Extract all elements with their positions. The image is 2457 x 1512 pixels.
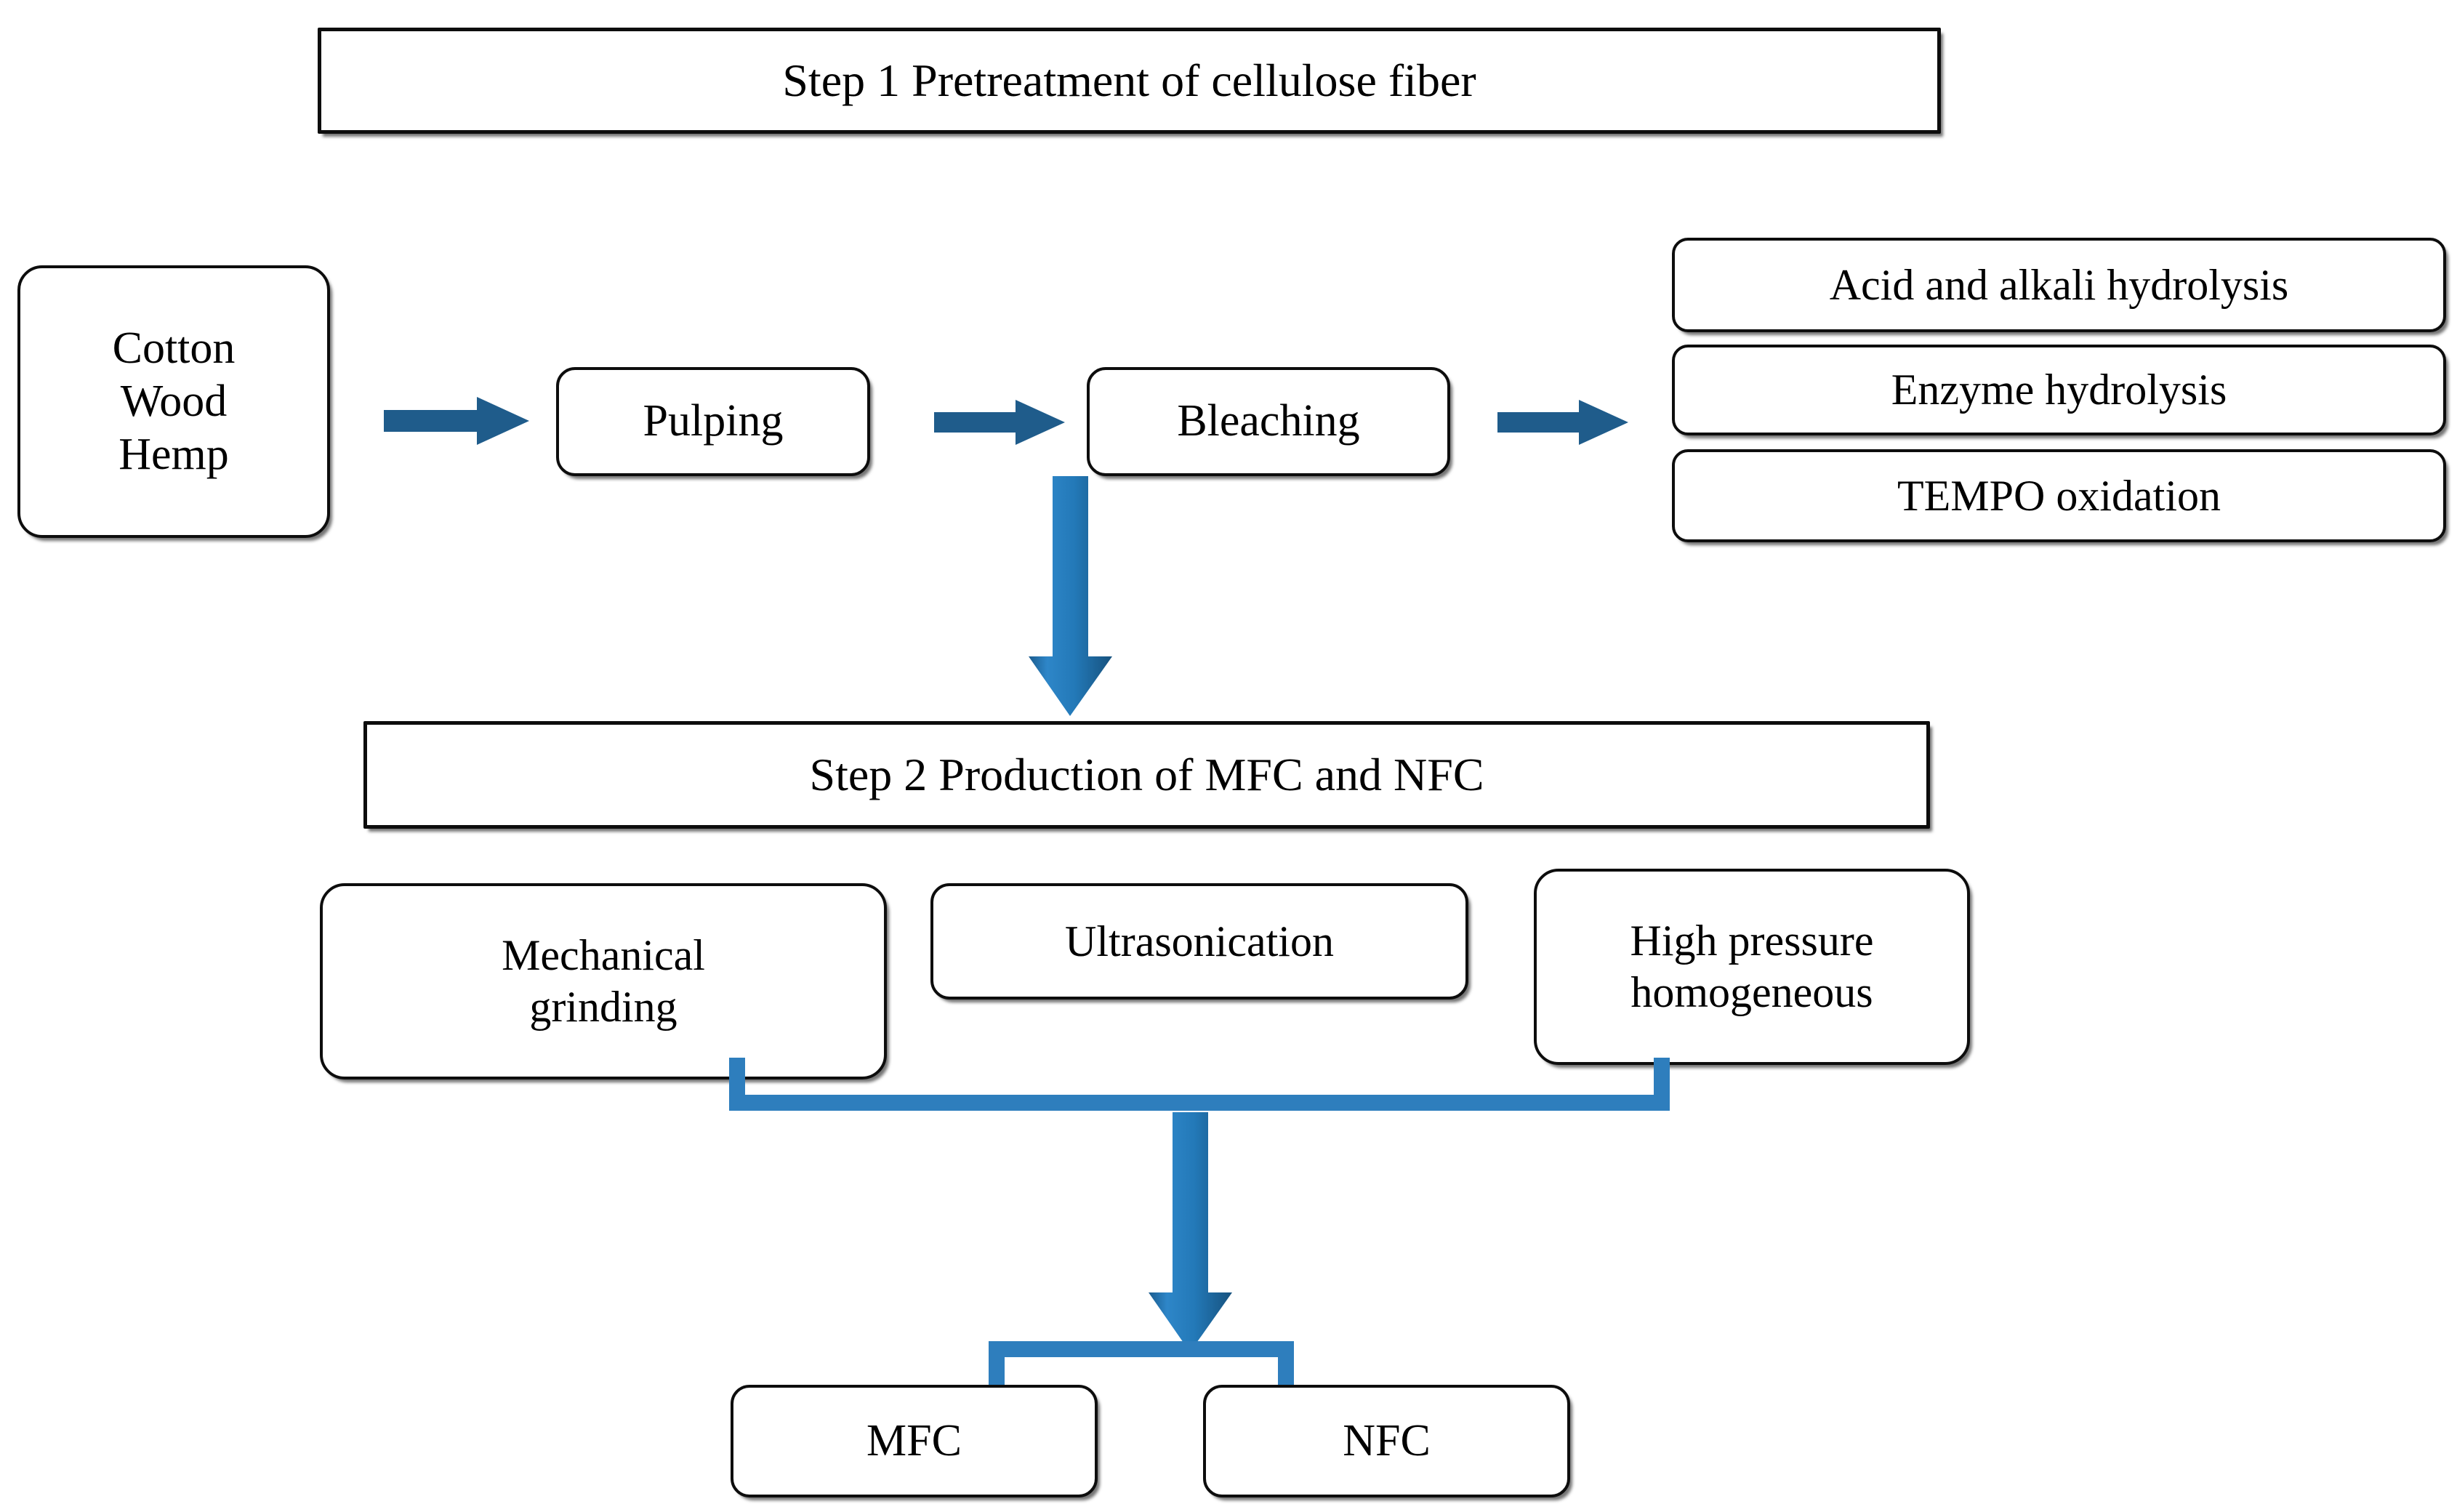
treatment-box-tempo-oxidation: TEMPO oxidation xyxy=(1672,449,2446,542)
step2-header-label: Step 2 Production of MFC and NFC xyxy=(809,749,1484,801)
source-materials-box: Cotton Wood Hemp xyxy=(17,265,330,538)
method-box-mechanical-grinding: Mechanical grinding xyxy=(320,883,887,1079)
bleaching-label: Bleaching xyxy=(1177,396,1360,446)
method-label: Ultrasonication xyxy=(1065,917,1334,965)
step1-header-box: Step 1 Pretreatment of cellulose fiber xyxy=(318,28,1941,134)
bracket-products-split xyxy=(989,1341,1294,1399)
method-label: Mechanical grinding xyxy=(502,931,705,1031)
method-label: High pressure homogeneous xyxy=(1630,917,1874,1016)
treatment-label: Acid and alkali hydrolysis xyxy=(1829,260,2289,309)
arrow-methods-to-products xyxy=(1149,1112,1232,1352)
product-box-nfc: NFC xyxy=(1203,1385,1570,1497)
step2-header-box: Step 2 Production of MFC and NFC xyxy=(363,721,1930,829)
treatment-label: Enzyme hydrolysis xyxy=(1891,366,2227,414)
treatment-box-acid-alkali-hydrolysis: Acid and alkali hydrolysis xyxy=(1672,238,2446,332)
step1-header-label: Step 1 Pretreatment of cellulose fiber xyxy=(782,55,1476,107)
product-label: MFC xyxy=(866,1415,962,1465)
treatment-label: TEMPO oxidation xyxy=(1897,471,2221,520)
bracket-methods-join xyxy=(727,1058,1672,1116)
product-label: NFC xyxy=(1343,1415,1431,1465)
product-box-mfc: MFC xyxy=(731,1385,1098,1497)
pulping-box: Pulping xyxy=(556,367,870,476)
method-box-high-pressure-homogeneous: High pressure homogeneous xyxy=(1534,869,1970,1065)
method-box-ultrasonication: Ultrasonication xyxy=(930,883,1468,1000)
bleaching-box: Bleaching xyxy=(1087,367,1450,476)
source-materials-label: Cotton Wood Hemp xyxy=(112,323,236,480)
pulping-label: Pulping xyxy=(643,396,784,446)
treatment-box-enzyme-hydrolysis: Enzyme hydrolysis xyxy=(1672,345,2446,435)
arrow-source-to-pulping xyxy=(384,393,529,449)
arrow-bleaching-to-treatments xyxy=(1497,396,1628,449)
arrow-bleaching-to-step2 xyxy=(1029,476,1112,716)
arrow-pulping-to-bleaching xyxy=(934,396,1065,449)
